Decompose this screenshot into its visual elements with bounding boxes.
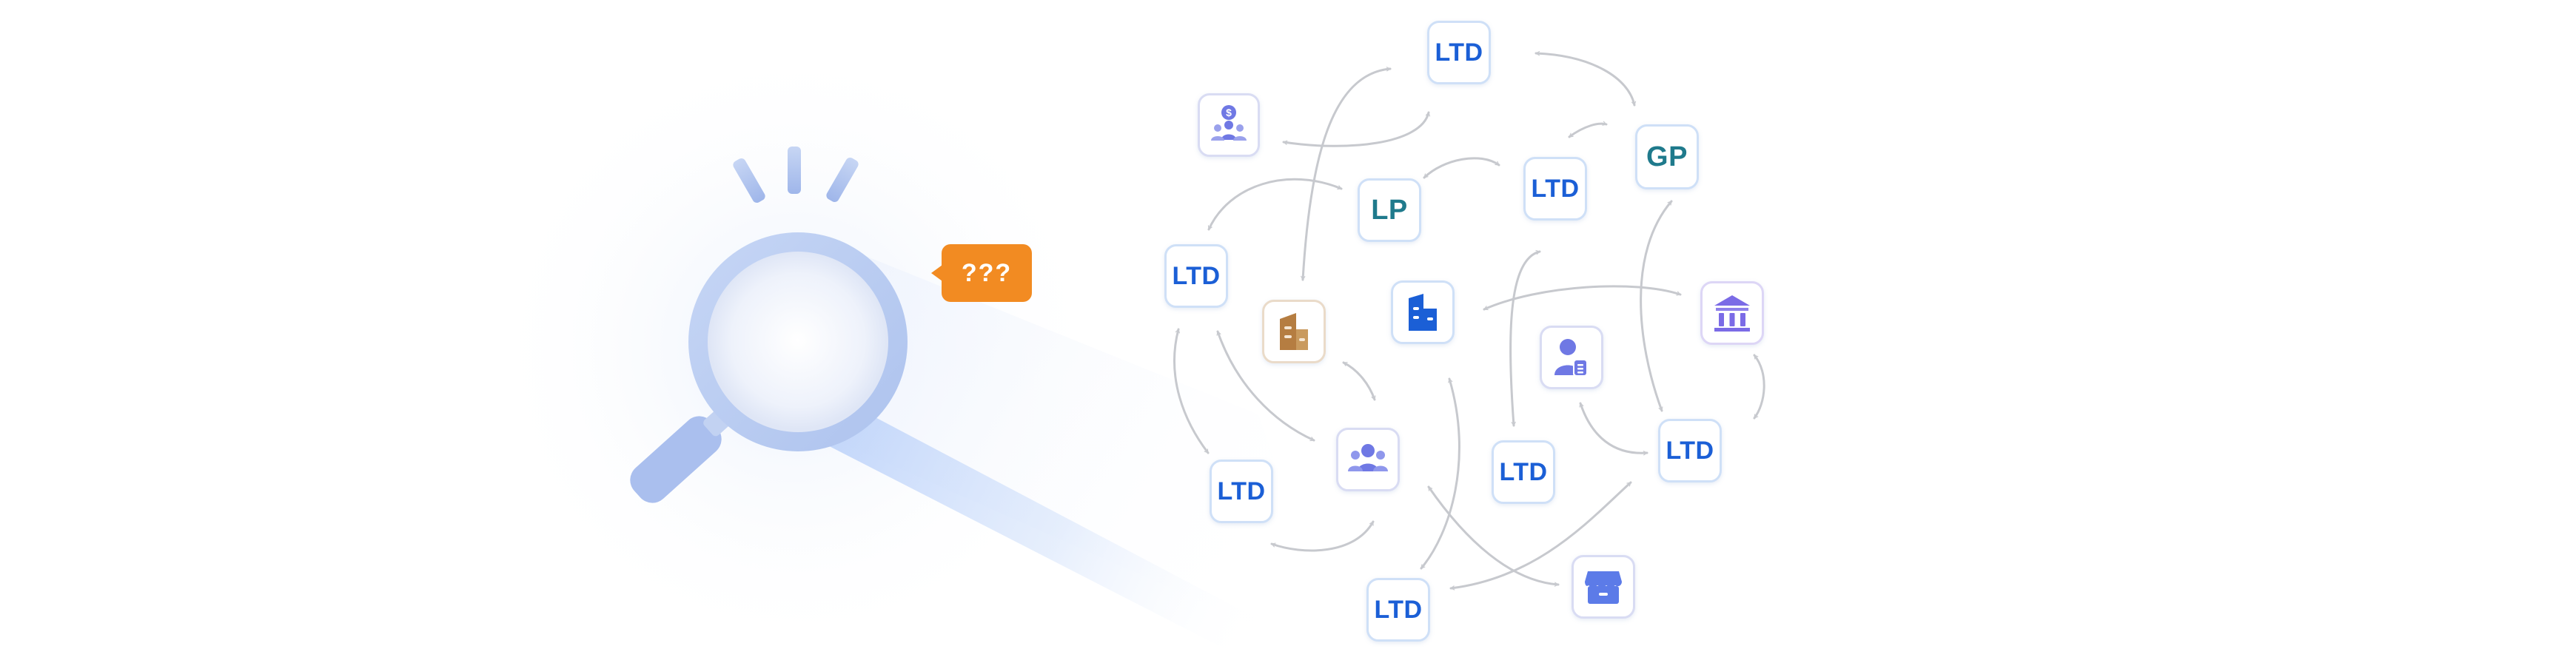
magnifier-ray-left [733,158,765,204]
person-document-node[interactable] [1540,326,1603,389]
search-beam-soft [836,244,1347,666]
ltd-node-left[interactable]: LTD [1164,244,1228,308]
ltd-label: LTD [1666,436,1714,465]
brown-building-icon [1280,313,1308,350]
ltd-label: LTD [1435,38,1483,67]
lp-node[interactable]: LP [1358,178,1421,242]
question-callout: ??? [931,244,1032,302]
people-group-icon [1348,444,1388,471]
connection-line [1449,481,1632,591]
magnifier-lens [708,252,888,432]
magnifier-ray-right [826,157,859,203]
ltd-label: LTD [1531,174,1580,203]
connection-line [1207,178,1343,231]
connection-line [1216,330,1315,442]
lp-label: LP [1371,194,1408,226]
blue-building-node[interactable] [1391,280,1455,344]
connection-line [1282,111,1431,147]
ltd-label: LTD [1172,261,1221,290]
connection-line [1300,67,1392,281]
blue-building-icon [1409,294,1437,331]
store-node[interactable] [1572,555,1635,619]
ltd-node-middle[interactable]: LTD [1523,157,1587,221]
brown-building-node[interactable] [1262,300,1326,363]
magnifier-handle [630,416,722,503]
connection-line [1568,121,1608,138]
connection-line [1270,520,1375,552]
ltd-node-top[interactable]: LTD [1427,21,1491,84]
magnifier-icon [630,147,908,503]
gp-label: GP [1646,141,1688,172]
investor-group-dollar-icon: $ [1211,105,1247,141]
ltd-node-right[interactable]: LTD [1658,419,1722,482]
connection-line [1423,157,1500,179]
ltd-label: LTD [1499,457,1548,486]
search-beam [811,414,1347,666]
ltd-label: LTD [1217,477,1266,505]
connection-line [1342,361,1376,401]
connection-line [1173,328,1210,454]
connection-line [1420,377,1460,570]
store-icon [1585,571,1622,604]
svg-text:$: $ [1226,107,1232,118]
ltd-label: LTD [1374,595,1423,624]
connection-line [1640,200,1673,412]
bank-node[interactable] [1700,281,1764,345]
investor-node[interactable]: $ [1198,93,1260,157]
gp-node[interactable]: GP [1635,124,1699,189]
connection-line [1509,249,1541,427]
ltd-node-center-bottom[interactable]: LTD [1492,440,1555,504]
connection-line [1534,50,1637,107]
magnifier-ray-middle [788,147,801,194]
question-callout-text: ??? [961,258,1013,287]
ltd-node-bottom[interactable]: LTD [1366,578,1430,642]
connection-line [1579,402,1648,456]
connection-line [1753,354,1765,420]
people-group-node[interactable] [1336,428,1400,491]
person-document-icon [1554,339,1588,377]
connection-line [1483,285,1682,311]
bank-icon [1714,295,1750,332]
ltd-node-bottom-left[interactable]: LTD [1210,460,1273,523]
